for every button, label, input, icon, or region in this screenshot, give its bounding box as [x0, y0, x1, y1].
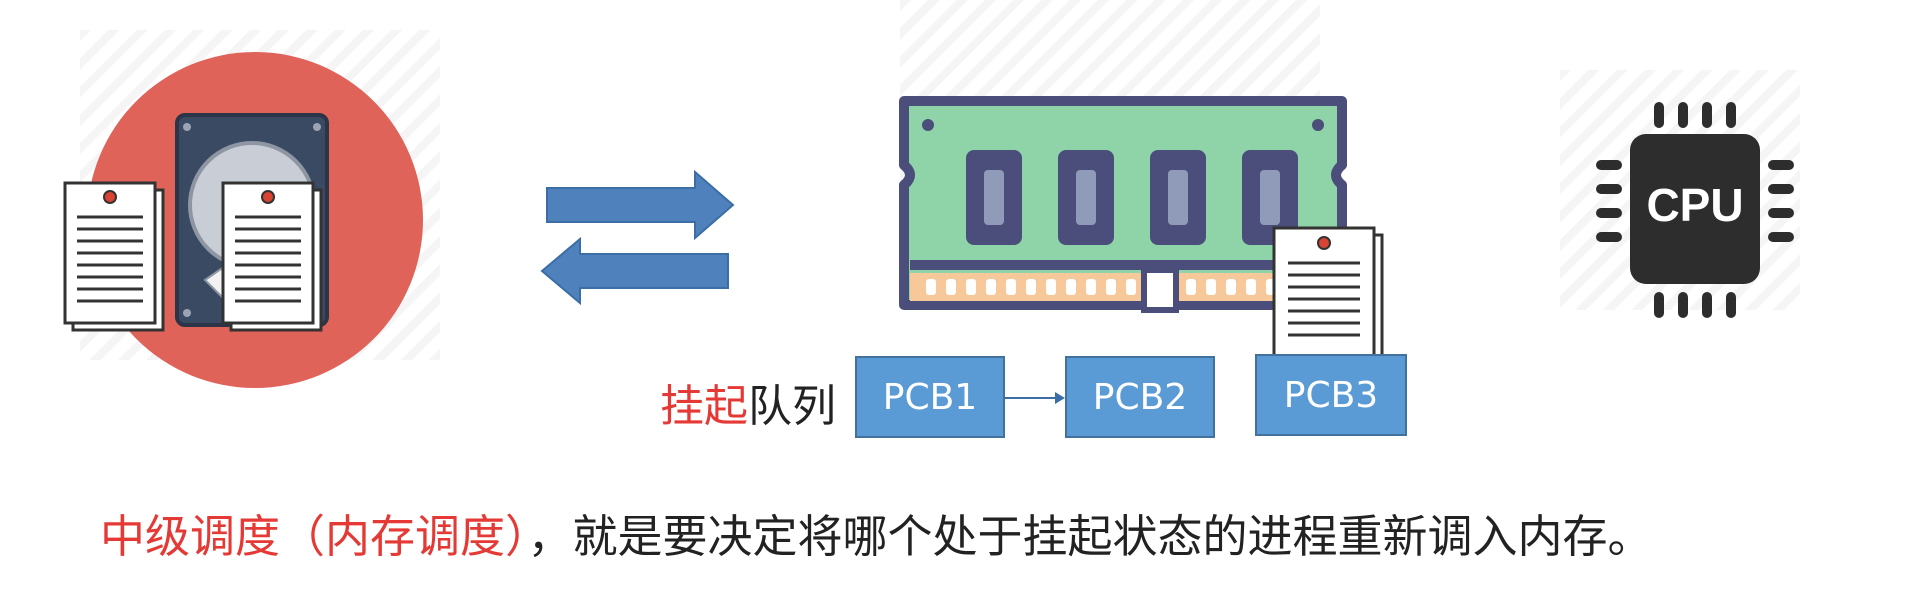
- queue-arrow-icon: [1005, 388, 1065, 408]
- caption: 中级调度（内存调度），就是要决定将哪个处于挂起状态的进程重新调入内存。: [100, 500, 1653, 565]
- pcb-box-3: PCB3: [1255, 354, 1407, 436]
- memory-module-icon: [898, 95, 1348, 325]
- hard-disk-with-documents-icon: [55, 45, 435, 395]
- suspend-queue-label: 挂起队列: [660, 370, 836, 434]
- queue-label-black: 队列: [748, 381, 836, 432]
- arrow-left-icon: [540, 236, 730, 306]
- caption-black: ，就是要决定将哪个处于挂起状态的进程重新调入内存。: [527, 510, 1653, 563]
- caption-red: 中级调度（内存调度）: [100, 510, 528, 563]
- pcb-box-1: PCB1: [855, 356, 1005, 438]
- pcb-box-2: PCB2: [1065, 356, 1215, 438]
- arrow-right-icon: [545, 169, 735, 241]
- document-icon: [1270, 225, 1390, 365]
- cpu-label: CPU: [1646, 179, 1744, 231]
- queue-label-red: 挂起: [660, 381, 748, 432]
- cpu-chip-icon: [1590, 100, 1820, 320]
